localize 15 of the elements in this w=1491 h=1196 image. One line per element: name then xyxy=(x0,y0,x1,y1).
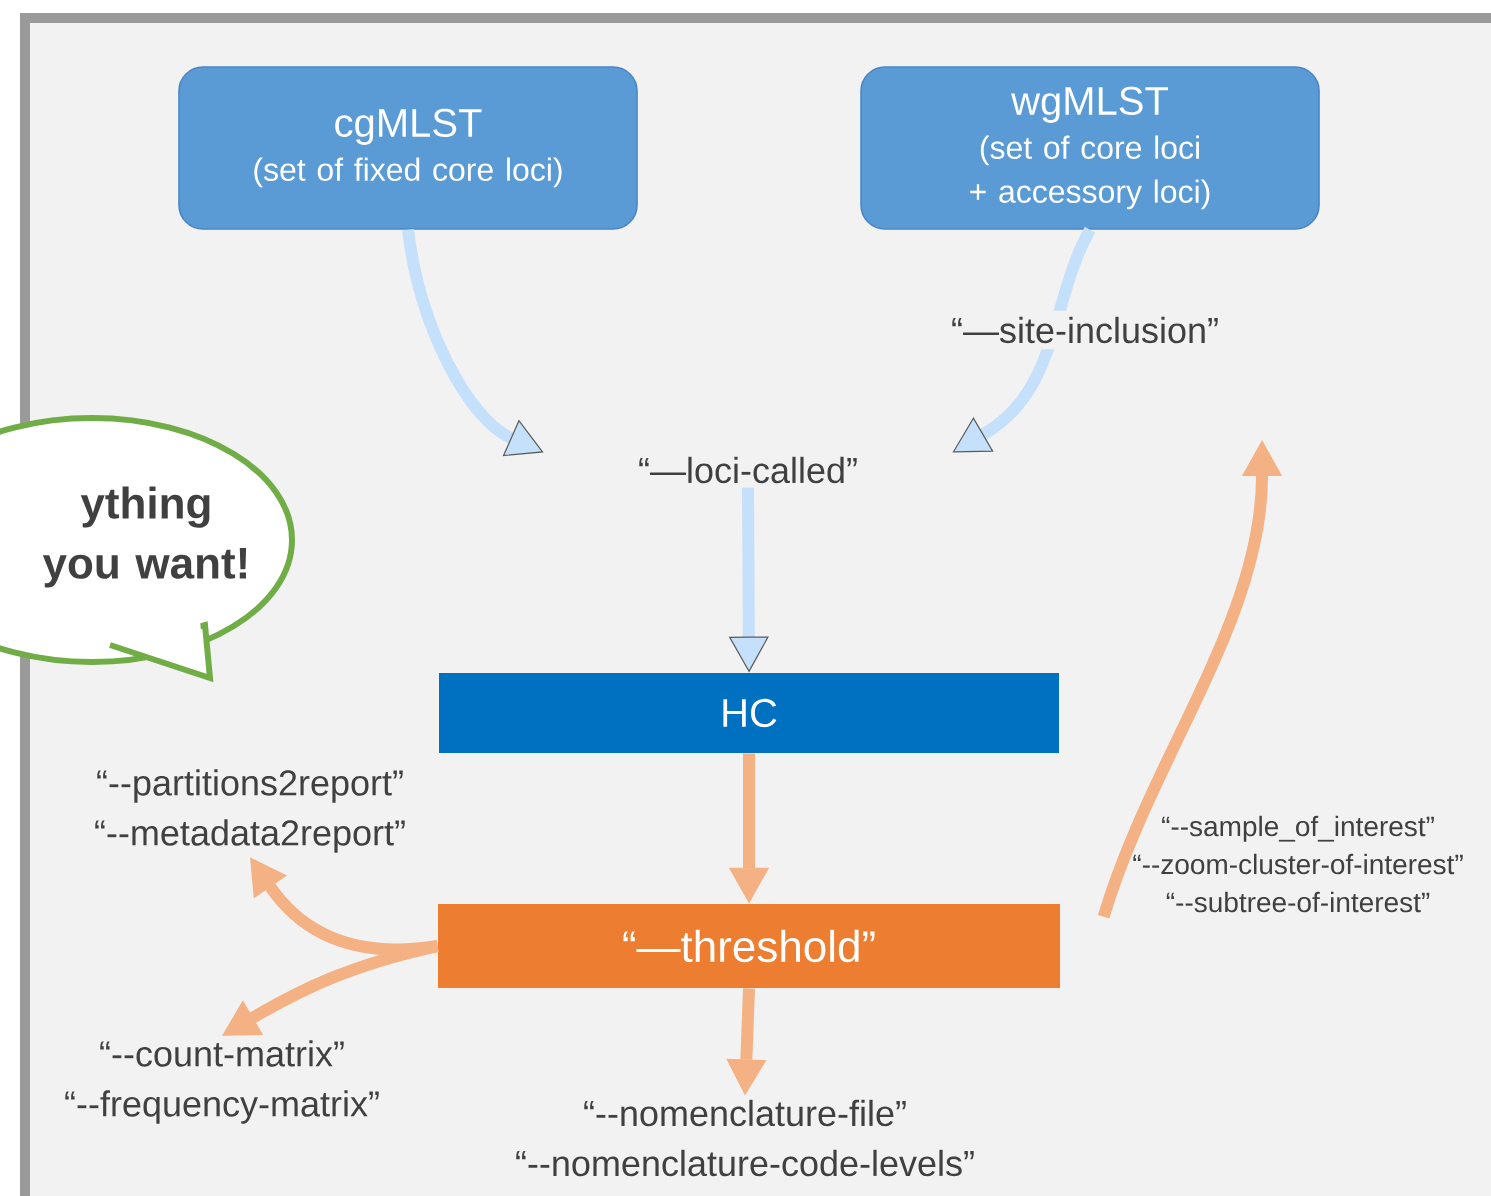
option-list: “--sample_of_interest” “--zoom-cluster-of-interest” “--subtree-of-interest” xyxy=(1133,815,1463,913)
arrow xyxy=(402,228,544,457)
process-box: cgMLST (set of fixed core loci) xyxy=(178,66,638,230)
option-label: “—loci-called” xyxy=(639,456,857,484)
arrow xyxy=(222,940,439,1036)
process-box: “—threshold” xyxy=(438,904,1060,989)
edge-label: “—site-inclusion” xyxy=(945,310,1226,350)
arrow xyxy=(952,227,1096,453)
process-box: HC xyxy=(439,673,1059,753)
process-box: wgMLST (set of core loci + accessory loci) xyxy=(860,66,1320,230)
arrow xyxy=(250,857,439,956)
option-list: “--nomenclature-file” “--nomenclature-code-levels” xyxy=(516,1099,974,1177)
option-list: “--partitions2report” “--metadata2report” xyxy=(95,769,405,853)
speech-bubble: ything you want! xyxy=(0,415,295,683)
option-list: “--count-matrix” “--frequency-matrix” xyxy=(65,1040,379,1124)
